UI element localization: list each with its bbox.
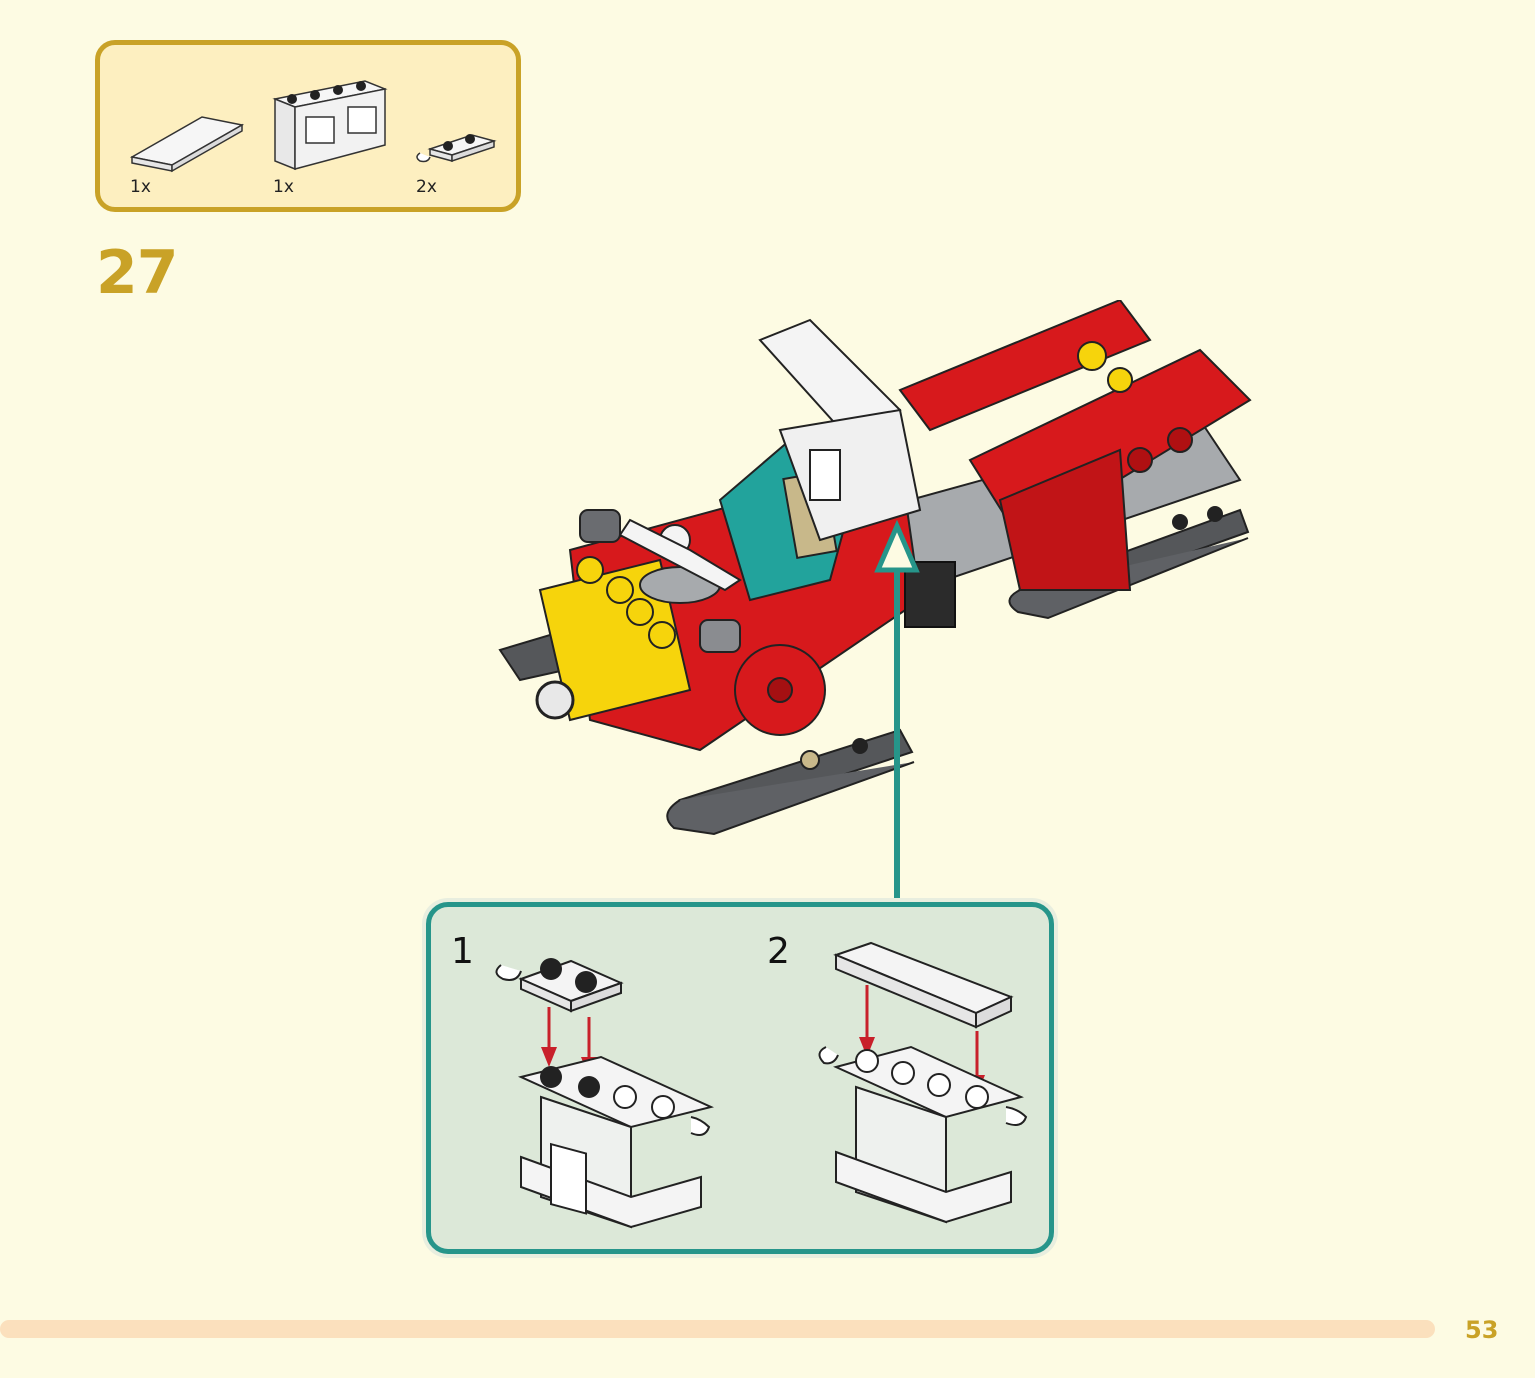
- part-qty-fence: 1x: [273, 177, 294, 197]
- red-rail-back: [898, 300, 1152, 432]
- sub-assembly-box: 1 2: [426, 902, 1054, 1254]
- page-number: 53: [1465, 1316, 1499, 1344]
- yellow-front: [538, 558, 692, 722]
- part-qty-plate: 2x: [416, 177, 437, 197]
- parts-list-box: 1x 1x 2x: [95, 40, 521, 212]
- snowmobile-model: [498, 300, 1252, 836]
- substep-1-fence: [517, 1055, 715, 1229]
- substep-2-tile: [833, 941, 1014, 1029]
- substep-number-1: 1: [451, 931, 474, 972]
- added-window-fence: [758, 318, 922, 542]
- tile-1x4-part: [129, 116, 245, 173]
- substep-1-plate: [495, 958, 624, 1013]
- substep-number-2: 2: [767, 931, 790, 972]
- parts-illustration: [129, 80, 497, 173]
- part-qty-tile: 1x: [130, 177, 151, 197]
- step-number: 27: [96, 238, 178, 308]
- plate-clip-part: [416, 134, 497, 163]
- substep-2-fence: [818, 1045, 1028, 1224]
- headlight: [535, 680, 575, 720]
- window-fence-part: [272, 80, 388, 171]
- sub-assembly-illustration: [495, 941, 1028, 1229]
- front-ski: [666, 728, 915, 836]
- footer-progress-bar: [0, 1320, 1435, 1338]
